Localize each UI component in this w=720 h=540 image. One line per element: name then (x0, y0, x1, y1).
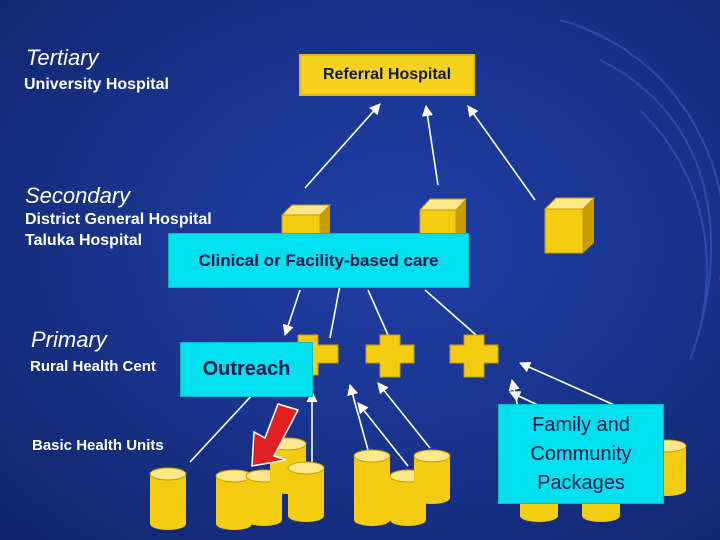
outreach-box: Outreach (180, 342, 313, 397)
outreach-arrow (251, 403, 300, 467)
cylinder-8 (413, 449, 451, 504)
family-community-line-1: Family and (532, 413, 630, 436)
clinical-care-box: Clinical or Facility-based care (168, 233, 469, 288)
referral-arrows (304, 103, 536, 201)
rural-health-centre-label: Rural Health Cent (30, 358, 156, 375)
family-community-line-3: Packages (537, 471, 625, 494)
tertiary-heading: Tertiary (26, 45, 99, 70)
family-community-line-2: Community (530, 442, 632, 465)
primary-heading: Primary (31, 327, 107, 352)
cylinder-5 (287, 461, 325, 522)
referral-hospital-box: Referral Hospital (299, 54, 475, 96)
cylinder-3 (245, 469, 283, 526)
taluka-hospital-label: Taluka Hospital (25, 232, 143, 249)
cylinder-6 (353, 449, 391, 526)
district-hospital-label: District General Hospital (25, 211, 212, 228)
family-community-box: Family and Community Packages (498, 404, 664, 504)
cylinder-1 (149, 467, 187, 530)
secondary-heading: Secondary (25, 183, 131, 208)
basic-health-units-label: Basic Health Units (32, 437, 164, 454)
cube-district-3 (543, 197, 596, 254)
primary-facility-crosses (284, 334, 499, 378)
cross-2 (365, 334, 415, 378)
background-swirls (559, 19, 720, 361)
primary-to-secondary-lines (282, 284, 477, 339)
cross-3 (449, 334, 499, 378)
university-hospital-label: University Hospital (24, 76, 169, 93)
basic-unit-arrows (189, 351, 631, 470)
